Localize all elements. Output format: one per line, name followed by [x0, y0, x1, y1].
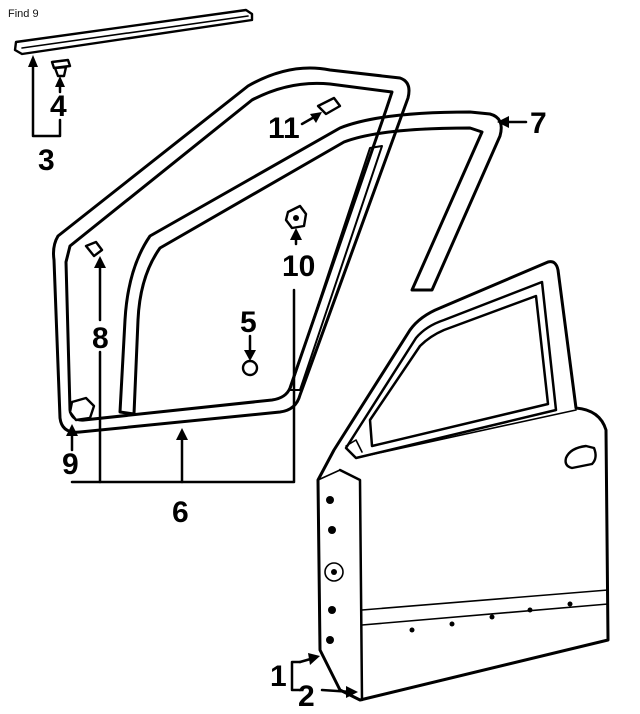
grommet-5 [241, 359, 259, 377]
clip-8 [84, 240, 104, 258]
fastener-10 [284, 204, 308, 230]
glass-run-channel [118, 110, 503, 416]
front-door-shell [316, 260, 610, 702]
clip-11 [316, 96, 342, 116]
find-label: Find 9 [8, 8, 39, 20]
callout-1: 1 [270, 660, 287, 693]
callout-4: 4 [50, 90, 67, 123]
callout-5: 5 [240, 306, 257, 339]
callout-5-leader [244, 334, 256, 361]
callout-10-leader [290, 228, 302, 246]
callout-2: 2 [298, 680, 315, 713]
roof-molding [13, 8, 254, 56]
callout-7-leader [497, 116, 528, 128]
callout-11: 11 [268, 112, 300, 145]
pin-9 [68, 396, 96, 422]
callout-10: 10 [282, 250, 315, 283]
callout-3-leader [28, 55, 65, 138]
molding-clip [50, 58, 72, 78]
callout-1-2-bracket [290, 653, 358, 698]
callout-3: 3 [38, 144, 55, 177]
callout-9: 9 [62, 448, 79, 481]
callout-9-leader [66, 424, 78, 452]
callout-11-leader [300, 112, 322, 126]
callout-7: 7 [530, 107, 547, 140]
callout-8: 8 [92, 322, 109, 355]
callout-6-bracket [70, 288, 296, 484]
callout-8-leader [94, 256, 106, 322]
callout-6: 6 [172, 496, 189, 529]
